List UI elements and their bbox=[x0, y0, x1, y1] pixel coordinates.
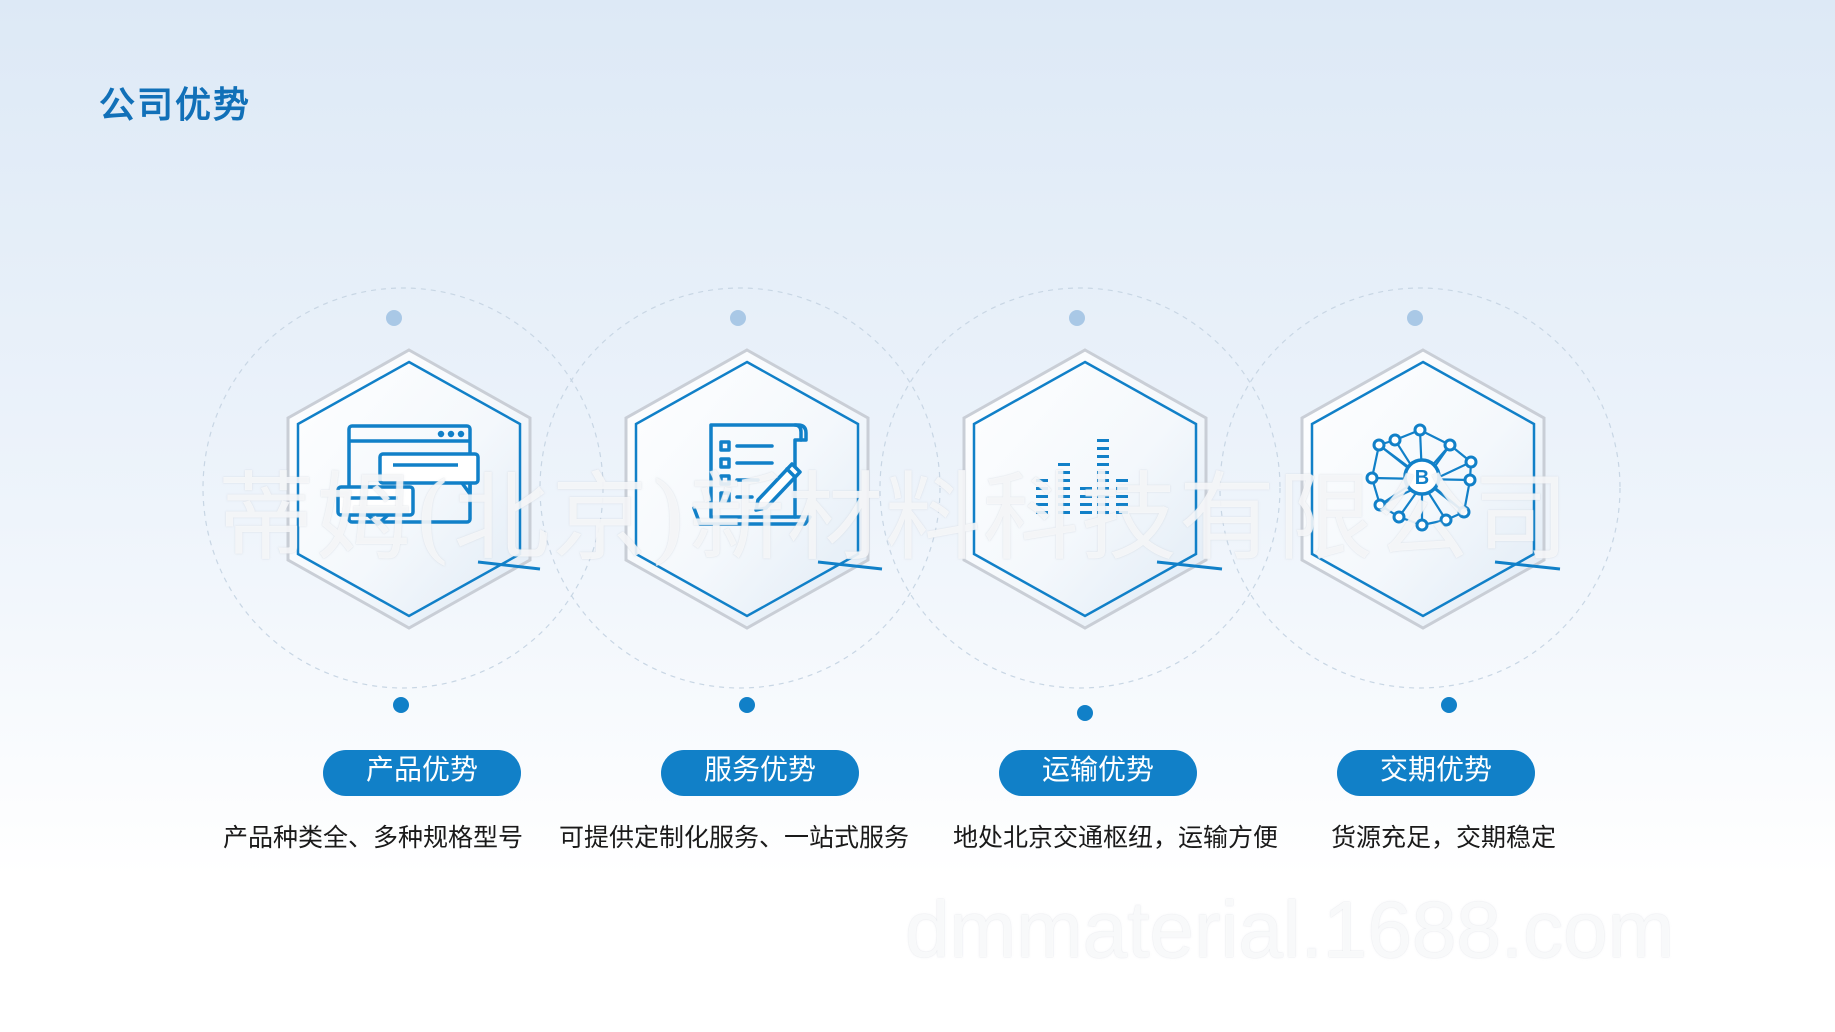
page-title: 公司优势 bbox=[99, 85, 252, 126]
bottom-dot-4 bbox=[1441, 697, 1457, 713]
top-dot-3 bbox=[1069, 310, 1085, 326]
bottom-dot-1 bbox=[393, 697, 409, 713]
top-dot-1 bbox=[386, 310, 402, 326]
top-dots bbox=[386, 310, 1423, 326]
feature-label-service: 服务优势 bbox=[661, 750, 859, 796]
feature-desc-product: 产品种类全、多种规格型号 bbox=[223, 823, 524, 852]
dashed-circles bbox=[202, 287, 1621, 689]
top-dot-4 bbox=[1407, 310, 1423, 326]
bottom-dot-2 bbox=[739, 697, 755, 713]
feature-desc-service: 可提供定制化服务、一站式服务 bbox=[559, 823, 910, 852]
svg-text:B: B bbox=[1415, 467, 1429, 489]
checklist-document-icon bbox=[692, 423, 812, 526]
dashed-circle-3 bbox=[879, 287, 1281, 689]
feature-desc-delivery: 货源充足，交期稳定 bbox=[1331, 823, 1557, 852]
watermark-url: dmmaterial.1688.com bbox=[905, 885, 1675, 974]
bottom-dots bbox=[393, 697, 1457, 721]
bitcoin-network-icon: B bbox=[1365, 423, 1478, 532]
bar-equalizer-icon bbox=[1036, 439, 1128, 514]
dashed-circle-1 bbox=[202, 287, 604, 689]
watermark-company: 蒂姆(北京)新材料科技有限公司 bbox=[218, 462, 1571, 574]
dashed-circle-2 bbox=[539, 287, 941, 689]
bottom-dot-3 bbox=[1077, 705, 1093, 721]
dashed-circle-4 bbox=[1219, 287, 1621, 689]
top-dot-2 bbox=[730, 310, 746, 326]
hexagon-2 bbox=[624, 348, 883, 630]
feature-desc-transport: 地处北京交通枢纽，运输方便 bbox=[953, 823, 1279, 852]
feature-label-delivery: 交期优势 bbox=[1337, 750, 1535, 796]
browser-chat-icon bbox=[336, 424, 480, 526]
feature-label-transport: 运输优势 bbox=[999, 750, 1197, 796]
feature-label-product: 产品优势 bbox=[323, 750, 521, 796]
